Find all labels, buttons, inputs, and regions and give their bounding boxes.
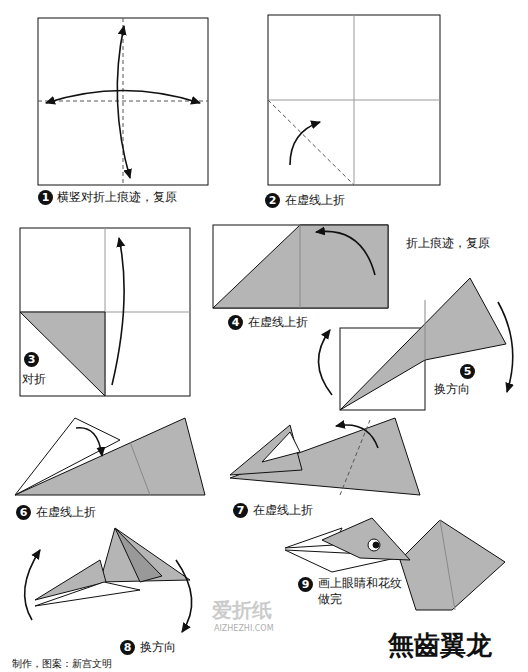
step-instruction: 换方向 bbox=[140, 640, 176, 654]
title: 無齒翼龙 bbox=[388, 628, 492, 663]
step-instruction: 换方向 bbox=[434, 382, 470, 396]
step-number: 2 bbox=[265, 193, 280, 208]
watermark: 爱折纸 bbox=[212, 598, 272, 622]
step-note: 折上痕迹，复原 bbox=[406, 236, 490, 250]
step-instruction: 在虚线上折 bbox=[253, 503, 313, 517]
step-instruction: 对折 bbox=[22, 372, 46, 386]
step-number: 7 bbox=[233, 503, 248, 518]
step-instruction: 在虚线上折 bbox=[248, 315, 308, 329]
step-instruction: 做完 bbox=[318, 592, 342, 606]
credit-line: 制作，图案：新宫文明 bbox=[12, 658, 112, 670]
step-number: 5 bbox=[460, 364, 475, 379]
step-number: 4 bbox=[228, 315, 243, 330]
step-number: 1 bbox=[38, 190, 53, 205]
watermark: AIZHEZHI.COM bbox=[214, 624, 274, 634]
step-number: 9 bbox=[298, 577, 313, 592]
step-instruction: 在虚线上折 bbox=[36, 505, 96, 519]
step-number: 8 bbox=[120, 640, 135, 655]
step-number: 3 bbox=[24, 352, 39, 367]
step-number: 6 bbox=[16, 505, 31, 520]
step-instruction: 横竖对折上痕迹，复原 bbox=[57, 190, 177, 204]
step-instruction: 在虚线上折 bbox=[285, 193, 345, 207]
step-instruction: 画上眼睛和花纹 bbox=[318, 576, 402, 590]
